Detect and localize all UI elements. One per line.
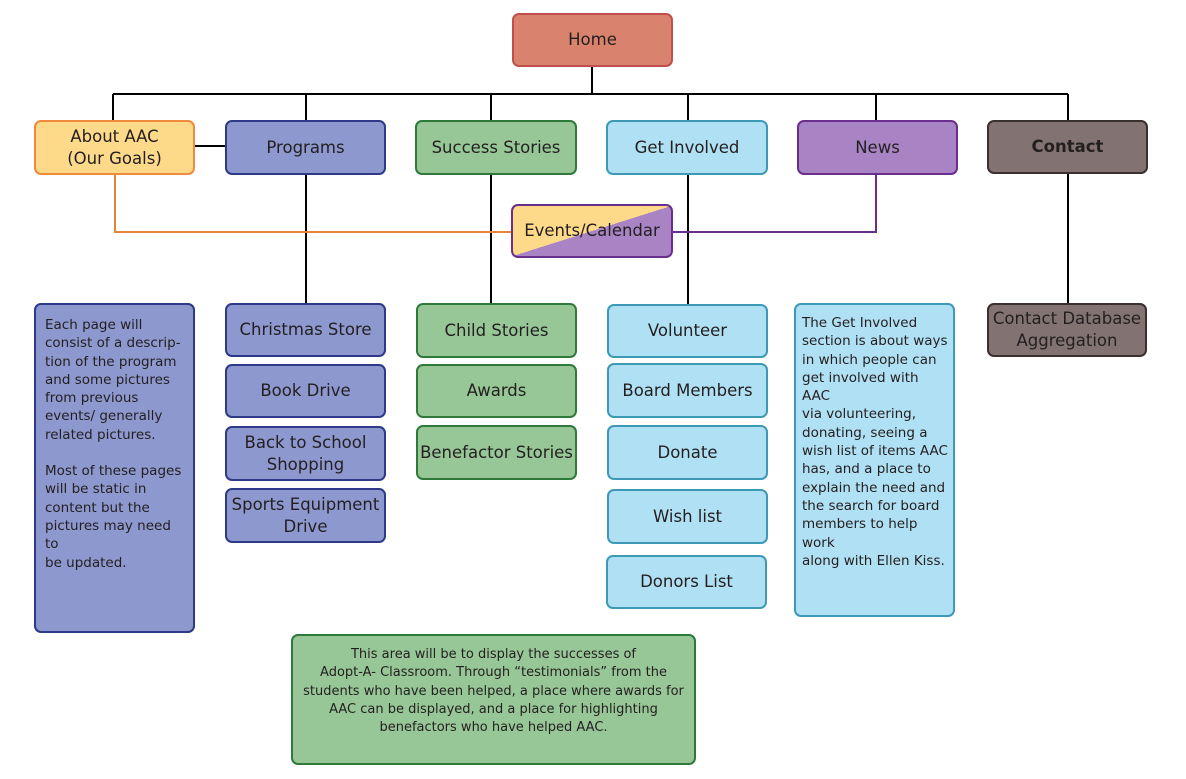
programs-note-paragraph-1: Each page will consist of a descrip- tio… — [45, 317, 181, 443]
programs-child-book-drive[interactable]: Book Drive — [225, 364, 386, 418]
success-stories-label: Success Stories — [431, 137, 561, 157]
success-child-benefactor-stories[interactable]: Benefactor Stories — [416, 425, 577, 480]
success-stories-note: This area will be to display the success… — [291, 634, 696, 765]
programs-child-sports-equipment[interactable]: Sports Equipment Drive — [225, 488, 386, 543]
child-label-line2: Shopping — [266, 454, 345, 474]
about-aac-node[interactable]: About AAC (Our Goals) — [34, 120, 195, 175]
success-child-child-stories[interactable]: Child Stories — [416, 303, 577, 358]
child-label: Board Members — [622, 380, 753, 400]
about-events-link — [114, 175, 512, 233]
get-involved-child-wish-list[interactable]: Wish list — [607, 489, 768, 544]
events-calendar-node[interactable]: Events/Calendar — [511, 204, 673, 258]
home-label: Home — [568, 30, 617, 49]
child-label: Book Drive — [260, 381, 351, 400]
get-involved-child-donors-list[interactable]: Donors List — [606, 555, 767, 609]
child-label: Child Stories — [444, 320, 549, 340]
about-label-line2: (Our Goals) — [67, 148, 162, 168]
success-child-awards[interactable]: Awards — [416, 364, 577, 418]
child-label-line1: Back to School — [244, 432, 367, 452]
child-label: Donors List — [640, 572, 733, 591]
events-label: Events/Calendar — [524, 221, 660, 240]
programs-note: Each page will consist of a descrip- tio… — [34, 303, 195, 633]
get-involved-node[interactable]: Get Involved — [606, 120, 768, 175]
child-label-line2: Aggregation — [1016, 331, 1118, 350]
contact-label: Contact — [1031, 137, 1104, 156]
child-label-line2: Drive — [283, 516, 328, 536]
get-involved-child-volunteer[interactable]: Volunteer — [607, 304, 768, 358]
child-label: Christmas Store — [239, 320, 372, 339]
get-involved-label: Get Involved — [634, 137, 740, 157]
programs-label: Programs — [266, 137, 345, 157]
child-label: Wish list — [652, 506, 723, 526]
get-involved-child-donate[interactable]: Donate — [607, 425, 768, 480]
news-events-link — [672, 175, 877, 233]
child-label-line1: Sports Equipment — [231, 494, 380, 514]
programs-node[interactable]: Programs — [225, 120, 386, 175]
contact-child-database-aggregation[interactable]: Contact Database Aggregation — [987, 303, 1147, 357]
get-involved-child-board-members[interactable]: Board Members — [607, 363, 768, 418]
programs-note-paragraph-2: Most of these pages will be static in co… — [45, 463, 182, 571]
news-node[interactable]: News — [797, 120, 958, 175]
about-label-line1: About AAC — [70, 126, 159, 146]
programs-child-christmas-store[interactable]: Christmas Store — [225, 303, 386, 357]
get-involved-note-text: The Get Involved section is about ways i… — [802, 315, 948, 569]
success-stories-node[interactable]: Success Stories — [415, 120, 577, 175]
child-label: Volunteer — [647, 321, 728, 340]
contact-node[interactable]: Contact — [987, 120, 1148, 174]
child-label: Benefactor Stories — [420, 442, 573, 462]
child-label: Donate — [657, 442, 718, 462]
child-label: Awards — [466, 381, 527, 400]
get-involved-note: The Get Involved section is about ways i… — [794, 303, 955, 617]
news-label: News — [855, 137, 900, 157]
home-node[interactable]: Home — [512, 13, 673, 67]
programs-child-back-to-school[interactable]: Back to School Shopping — [225, 426, 386, 481]
child-label-line1: Contact Database — [992, 309, 1142, 328]
success-note-text: This area will be to display the success… — [303, 647, 684, 736]
